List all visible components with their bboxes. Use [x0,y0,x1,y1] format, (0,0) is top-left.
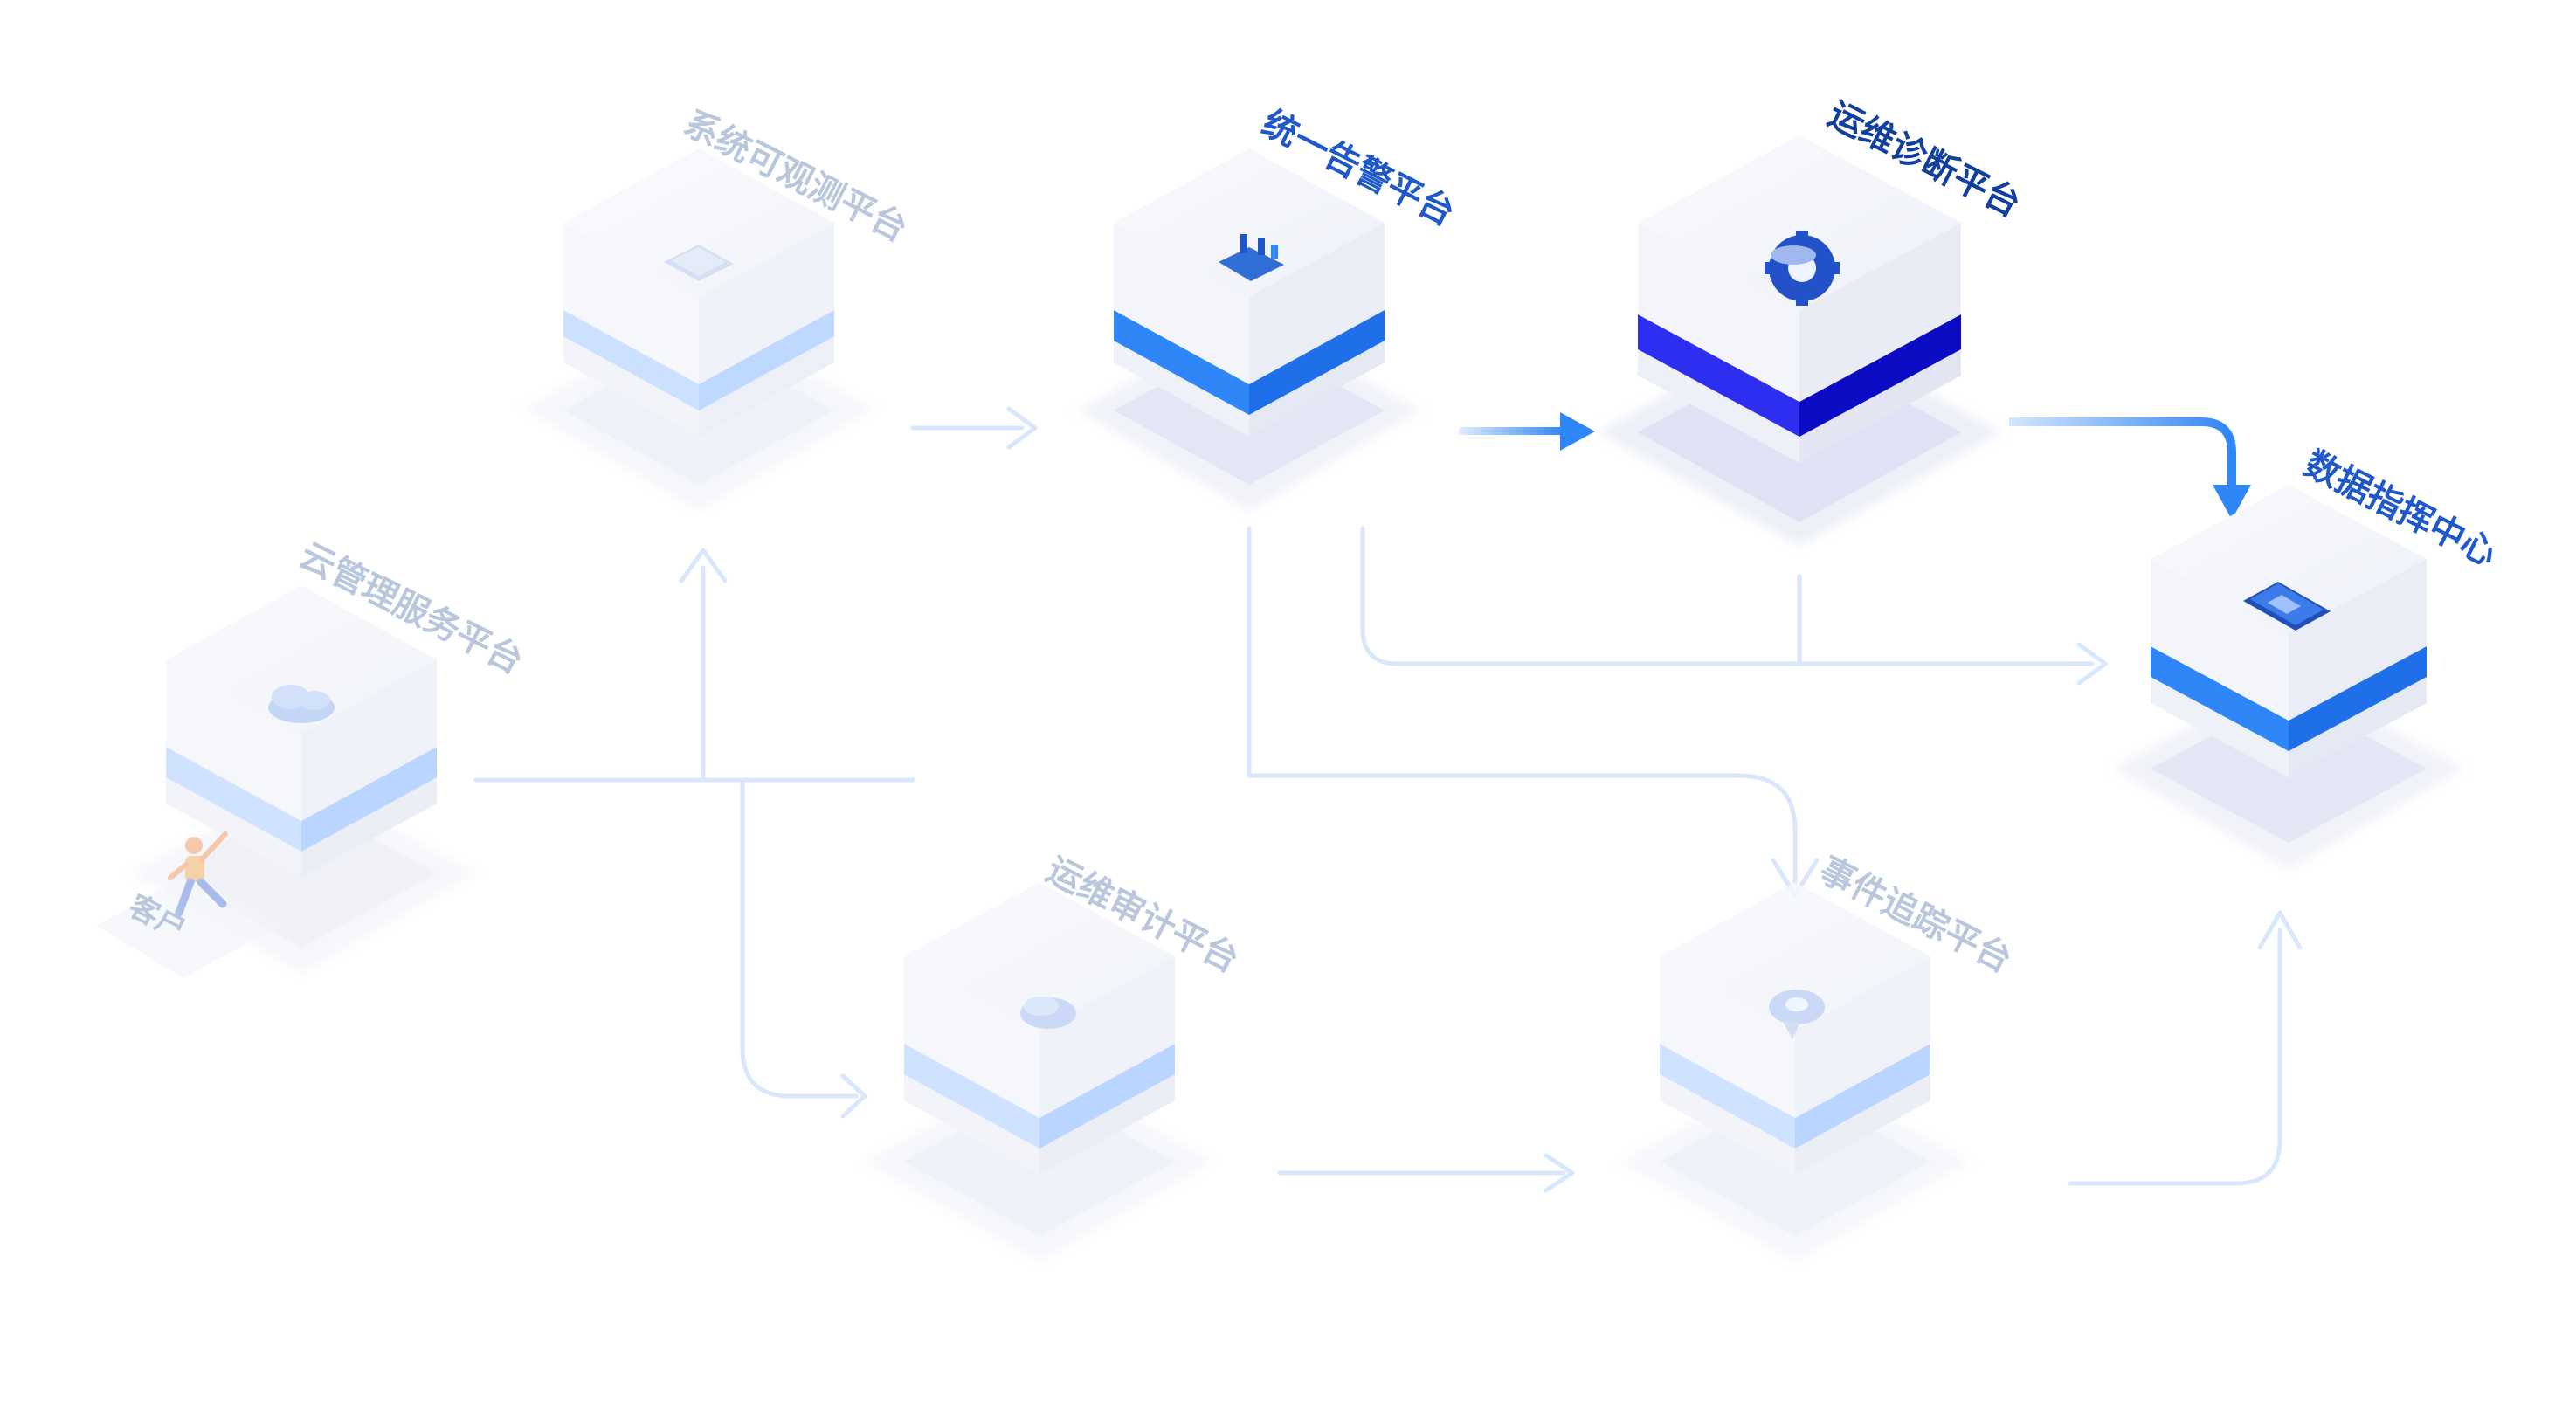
node-observability[interactable] [524,148,874,511]
audit-event-arrowhead [1544,1153,1575,1193]
alert-to-center-line [1360,526,2095,666]
person-icon [168,831,228,917]
observability-alert-arrowhead [1006,406,1038,450]
audit-arrowhead [840,1073,867,1119]
alert-device-icon [1219,234,1284,281]
center-arrowhead [2076,642,2108,686]
location-pin-icon [1769,990,1825,1039]
flow-lines [473,406,2303,1193]
diagnosis-to-center-line [2009,417,2236,489]
node-alert[interactable] [1079,148,1419,511]
active-flow [1459,412,2251,520]
customer-figure [96,831,280,978]
event-to-center-line [2068,928,2282,1186]
node-diagnosis[interactable] [1599,135,2000,546]
alert-to-diagnosis-line [1459,427,1564,435]
gear-icon [1765,231,1840,306]
shield-icon [1020,997,1076,1029]
line-to-audit [740,779,859,1099]
monitor-icon [664,245,734,281]
dashboard-icon [2243,582,2331,631]
cloud-icon [268,685,335,723]
node-event[interactable] [1620,882,1970,1262]
diagnosis-center-arrowhead [2213,485,2251,520]
observability-arrowhead [679,548,728,583]
alert-diagnosis-arrowhead [1560,412,1595,451]
trunk-line-right [1247,773,1798,885]
node-data-center[interactable] [2114,485,2463,869]
center-up-arrowhead [2257,910,2303,950]
node-audit[interactable] [865,882,1214,1262]
